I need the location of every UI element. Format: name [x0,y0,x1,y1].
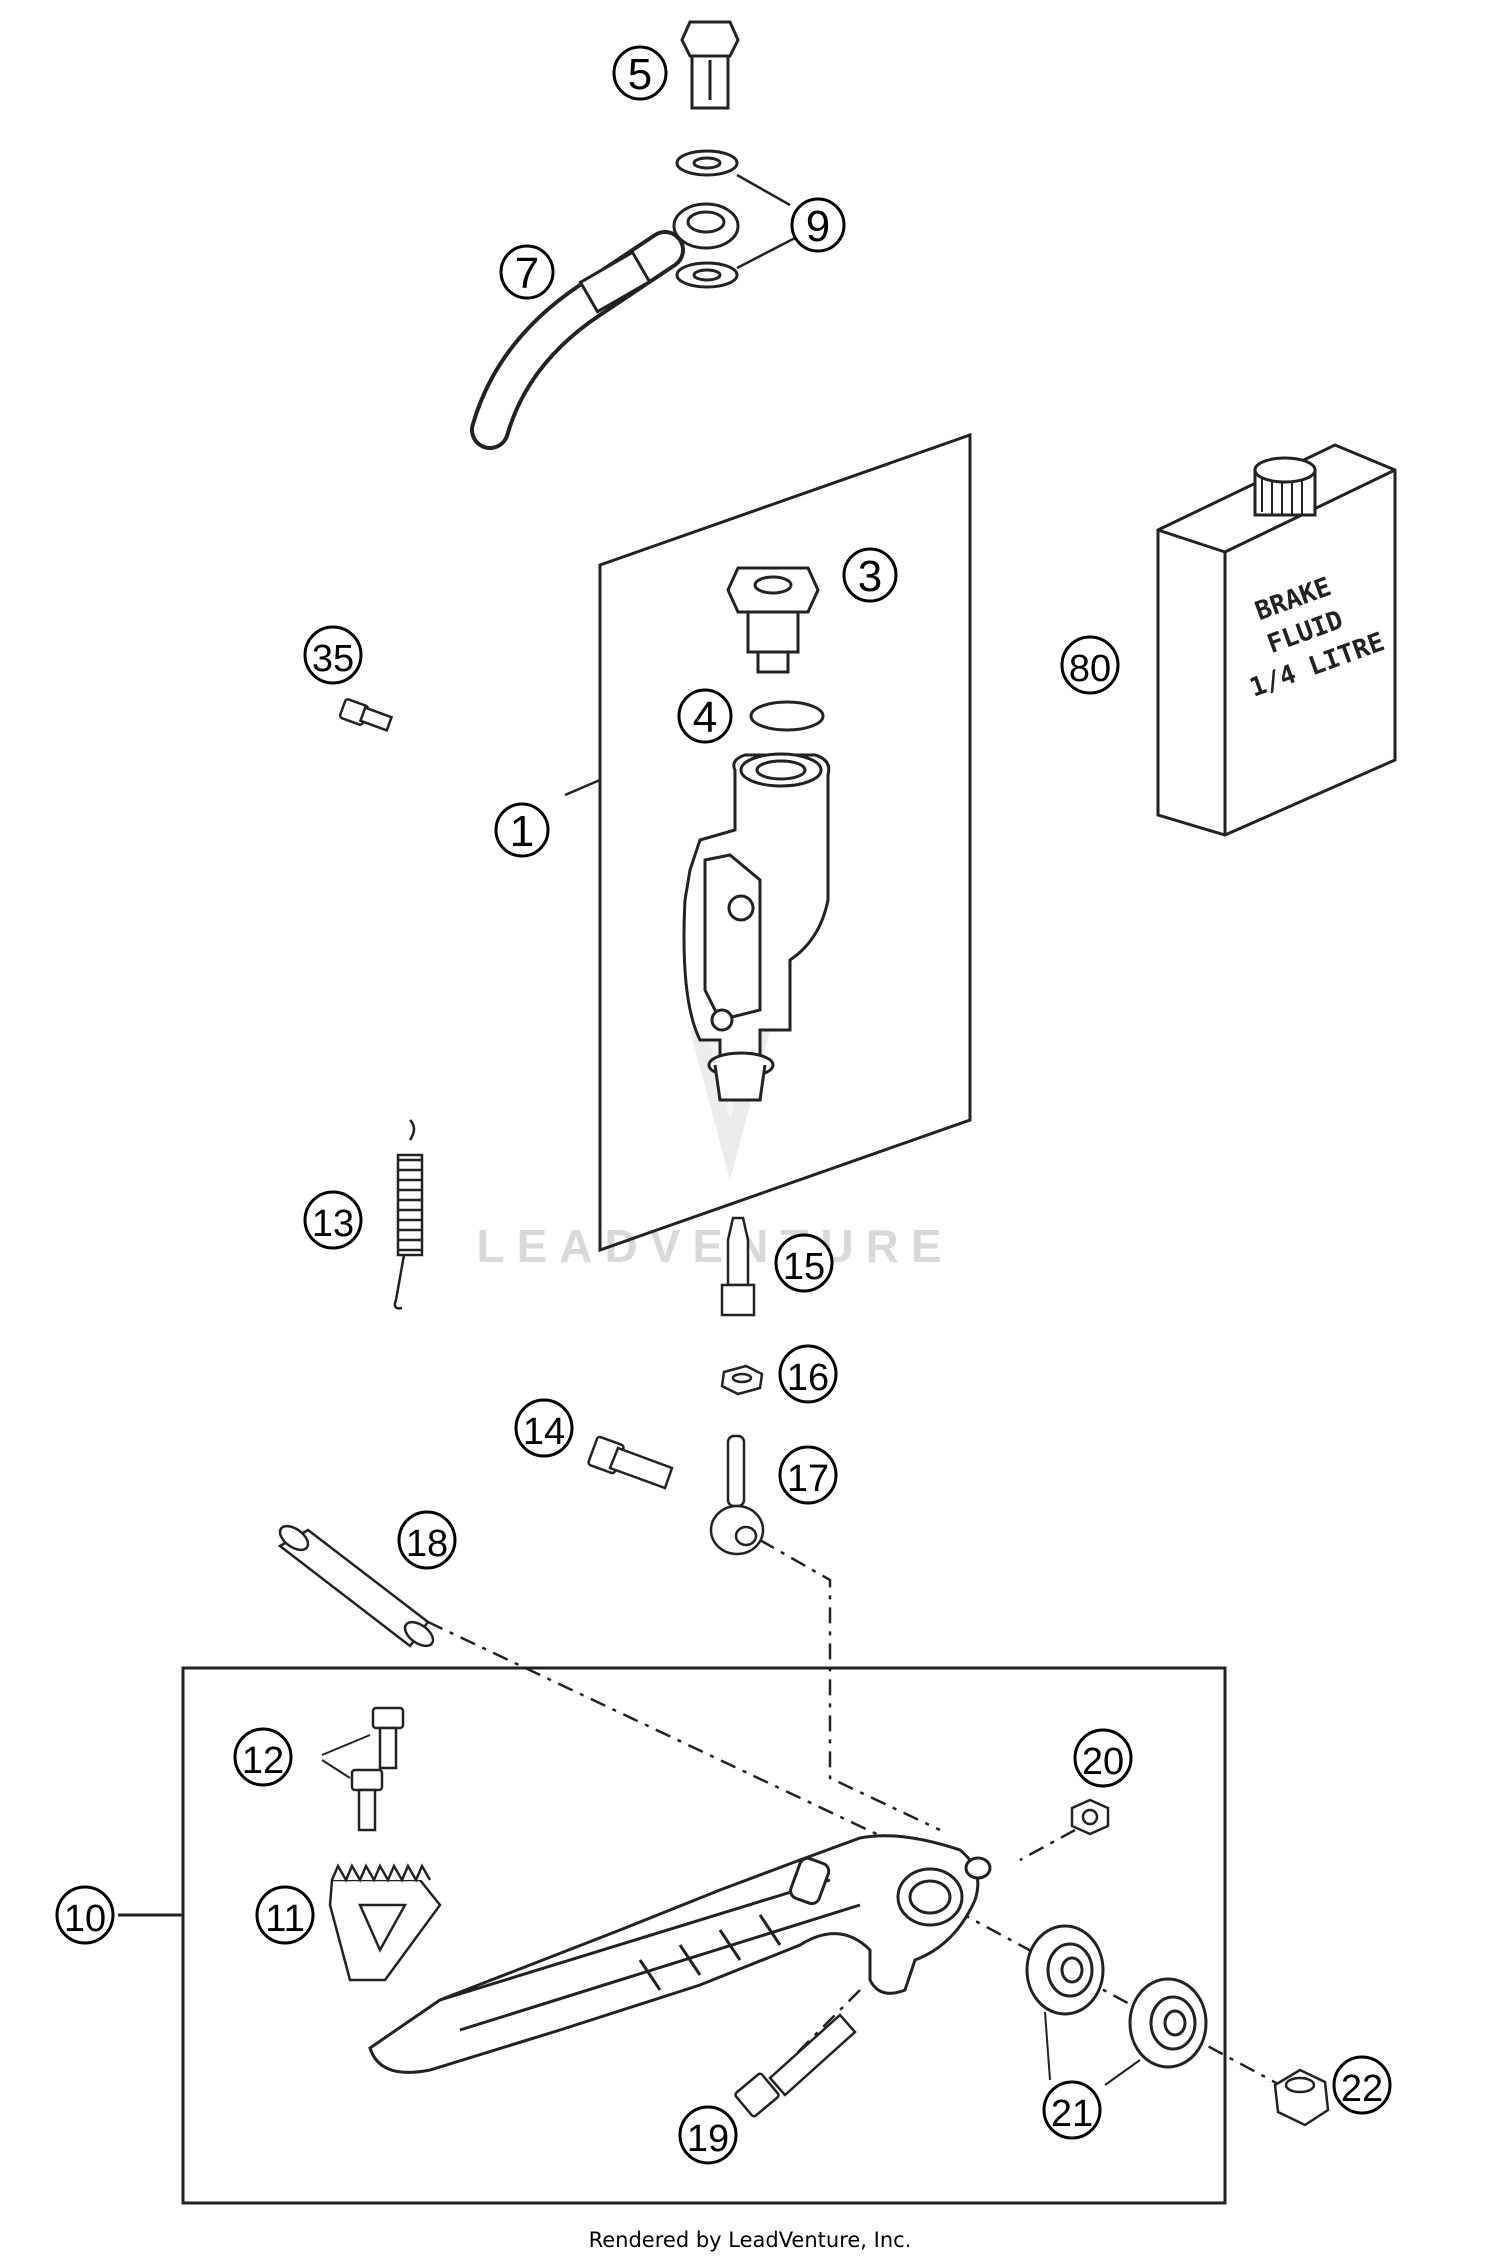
callout-9: 9 [790,197,846,253]
svg-text:18: 18 [406,1523,448,1565]
callout-10: 10 [55,1885,115,1945]
brake-pedal-part [368,1834,992,2074]
svg-text:21: 21 [1051,2093,1093,2135]
nut-22-part [1273,2068,1330,2127]
callout-12: 12 [233,1727,293,1787]
callout-15: 15 [774,1233,834,1293]
callout-35: 35 [303,625,363,685]
spring-part [393,1119,424,1310]
bolt-19-part [734,2013,857,2118]
svg-text:9: 9 [806,202,830,251]
callout-5: 5 [612,45,668,101]
callout-80: 80 [1060,635,1120,695]
svg-text:5: 5 [628,50,652,99]
callout-13: 13 [303,1190,363,1250]
clevis-17-part [709,1434,765,1556]
assembly-dashed-lines [427,1538,1281,2087]
svg-text:11: 11 [265,1898,304,1940]
svg-text:15: 15 [783,1246,825,1288]
callout-20: 20 [1073,1728,1133,1788]
svg-text:35: 35 [312,638,354,680]
nut-20-part [1070,1798,1110,1836]
svg-text:19: 19 [687,2118,729,2160]
o-ring-part [749,700,825,732]
brake-hose-part [470,202,740,450]
svg-text:14: 14 [523,1411,565,1453]
svg-text:20: 20 [1082,1741,1124,1783]
callout-22: 22 [1332,2055,1392,2115]
bearings-21-part [1025,1924,1208,2086]
callout-19: 19 [678,2105,738,2165]
pin-18-part [277,1524,435,1648]
master-cylinder-part [682,752,831,1102]
lever-panel [118,1666,1227,2205]
svg-text:3: 3 [858,552,882,601]
svg-text:16: 16 [787,1357,829,1399]
screw-35-part [338,698,394,732]
master-cylinder-panel [564,432,972,1253]
svg-text:12: 12 [242,1740,284,1782]
callout-7: 7 [499,244,555,300]
svg-text:1: 1 [510,807,534,856]
brake-fluid-container-part [1156,443,1397,837]
banjo-bolt-part [680,20,740,110]
pushrod-part [720,1216,756,1317]
svg-text:80: 80 [1069,648,1111,690]
callout-1: 1 [494,802,550,858]
callout-18: 18 [397,1510,457,1570]
watermark-text: LEADVENTURE [476,1220,953,1272]
bolts-12-part [321,1706,405,1832]
callout-17: 17 [778,1445,838,1505]
callout-16: 16 [778,1344,838,1404]
svg-text:10: 10 [64,1898,106,1940]
callout-11: 11 [255,1885,315,1945]
reservoir-cap-part [726,566,820,674]
nut-16-part [720,1364,764,1396]
footer-credit: Rendered by LeadVenture, Inc. [588,2228,912,2252]
footpeg-11-part [328,1863,442,1982]
bolt-14-part [587,1435,674,1490]
sealing-washer-part [675,149,739,289]
svg-text:13: 13 [312,1203,354,1245]
svg-text:22: 22 [1341,2068,1383,2110]
svg-text:4: 4 [693,693,717,742]
hose-leader-lines [736,173,796,270]
callout-4: 4 [677,688,733,744]
svg-text:7: 7 [515,249,539,298]
callout-14: 14 [514,1398,574,1458]
callout-3: 3 [842,547,898,603]
svg-text:17: 17 [787,1458,829,1500]
callout-21: 21 [1042,2080,1102,2140]
